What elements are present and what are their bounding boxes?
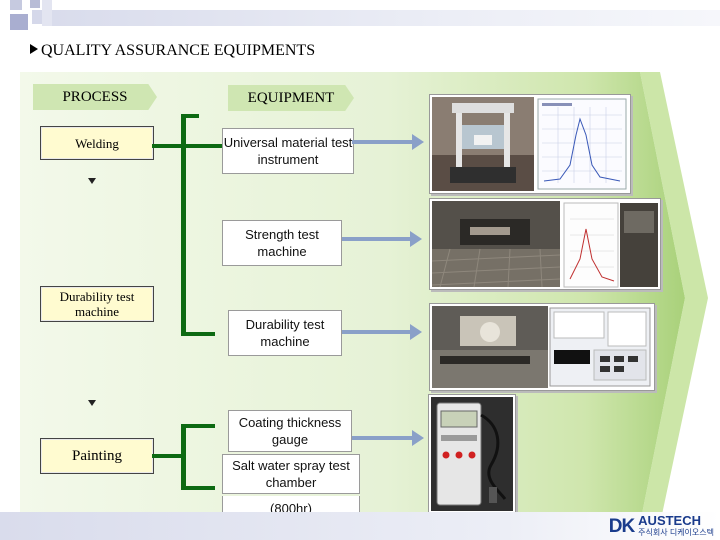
right-arrow (352, 134, 424, 150)
right-arrow (342, 231, 422, 247)
process-header: PROCESS (33, 84, 157, 110)
coating-thickness-gauge-photo (428, 394, 516, 514)
right-arrow (352, 430, 424, 446)
equipment-durability-test: Durability test machine (228, 310, 342, 356)
connector-top-tick (181, 114, 199, 118)
bottom-decoration (0, 512, 720, 540)
top-decoration (0, 0, 720, 40)
connector-bottom-tick (181, 332, 215, 336)
universal-test-machine-photo (429, 94, 631, 194)
down-arrow (88, 400, 96, 406)
down-arrow (88, 178, 96, 184)
connector-vertical (181, 114, 186, 336)
connector-top-tick (181, 424, 215, 428)
right-arrow (342, 324, 422, 340)
connector-horizontal (152, 454, 184, 458)
equipment-salt-spray: Salt water spray test chamber (222, 454, 360, 494)
process-painting: Painting (40, 438, 154, 474)
process-durability: Durability test machine (40, 286, 154, 322)
connector-vertical (181, 424, 186, 490)
strength-test-machine-photo (429, 198, 661, 290)
equipment-coating-gauge: Coating thickness gauge (228, 410, 352, 452)
equipment-universal-test: Universal material test instrument (222, 128, 354, 174)
equipment-strength-test: Strength test machine (222, 220, 342, 266)
page-title: QUALITY ASSURANCE EQUIPMENTS (30, 42, 315, 60)
connector-bottom-tick (181, 486, 215, 490)
dk-mark: DK (608, 516, 635, 537)
process-welding: Welding (40, 126, 154, 160)
connector-horizontal (152, 144, 226, 148)
equipment-header: EQUIPMENT (228, 85, 354, 111)
durability-test-machine-photo (429, 303, 655, 391)
